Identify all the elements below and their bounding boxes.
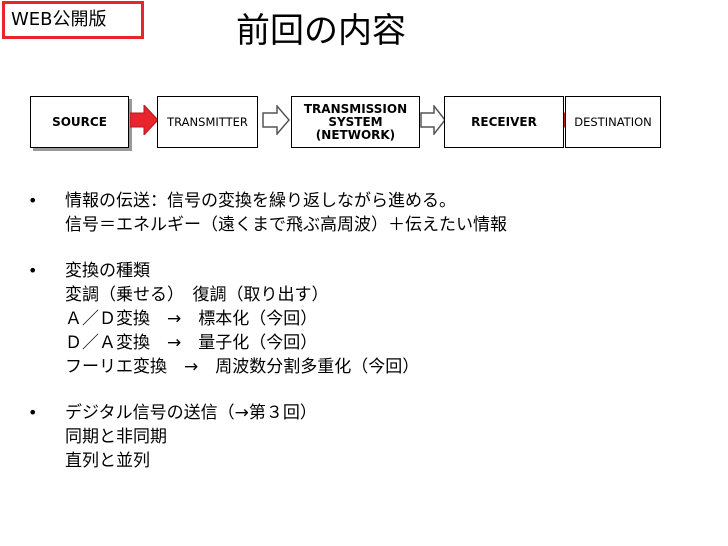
bullet-icon: •: [28, 191, 38, 210]
node-destination: DESTINATION: [565, 96, 661, 148]
red-arrow-icon: [130, 105, 158, 135]
outline-arrow-icon: [420, 105, 446, 135]
bullet-line: Ｄ／Ａ変換 → 量子化（今回）: [65, 333, 318, 353]
node-source: SOURCE: [30, 96, 129, 148]
bullet-line: フーリエ変換 → 周波数分割多重化（今回）: [65, 357, 420, 377]
bullet-line: 同期と非同期: [65, 427, 167, 447]
bullet-line: 直列と並列: [65, 451, 150, 471]
web-edition-badge: WEB公開版: [2, 1, 144, 39]
bullet-icon: •: [28, 261, 38, 280]
bullet-line: 変調（乗せる） 復調（取り出す）: [65, 285, 329, 305]
node-transmitter: TRANSMITTER: [157, 96, 258, 148]
bullet-item: • 情報の伝送：信号の変換を繰り返しながら進める。 信号＝エネルギー（遠くまで飛…: [28, 189, 507, 237]
page-title: 前回の内容: [236, 11, 406, 51]
bullet-item: • デジタル信号の送信（→第３回） 同期と非同期 直列と並列: [28, 401, 507, 473]
bullet-line: 情報の伝送：信号の変換を繰り返しながら進める。: [65, 191, 456, 211]
bullet-line: 信号＝エネルギー（遠くまで飛ぶ高周波）＋伝えたい情報: [65, 215, 507, 235]
bullet-line: Ａ／Ｄ変換 → 標本化（今回）: [65, 309, 318, 329]
bullet-item: • 変換の種類 変調（乗せる） 復調（取り出す） Ａ／Ｄ変換 → 標本化（今回）…: [28, 259, 507, 379]
bullet-line: 変換の種類: [65, 261, 150, 281]
bullet-line: デジタル信号の送信（→第３回）: [65, 403, 317, 423]
bullet-list: • 情報の伝送：信号の変換を繰り返しながら進める。 信号＝エネルギー（遠くまで飛…: [28, 189, 507, 473]
node-receiver: RECEIVER: [444, 96, 564, 148]
outline-arrow-icon: [262, 105, 290, 135]
bullet-icon: •: [28, 403, 38, 422]
node-transmission-system: TRANSMISSION SYSTEM (NETWORK): [291, 96, 420, 148]
